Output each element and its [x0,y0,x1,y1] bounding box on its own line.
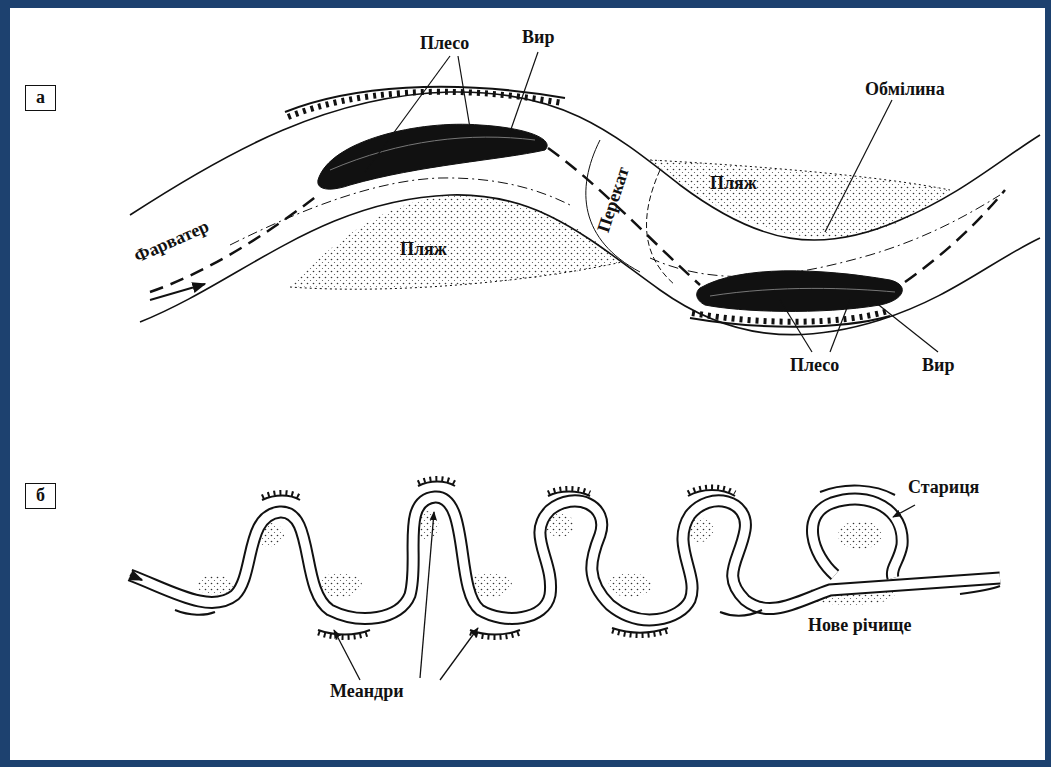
oxbow-label: Стариця [908,478,979,498]
beach-label: Пляж [710,174,757,194]
leader-lines [365,52,938,352]
new-channel-label: Нове річище [808,616,911,636]
meanders-label: Меандри [330,682,404,702]
pool-label: Вир [922,356,954,376]
beach-label: Пляж [400,240,447,260]
leader-arrows [334,505,915,680]
panel-letter-box: а [25,85,56,111]
shoal-label: Обмілина [865,80,945,100]
erosion-marks [175,479,1000,638]
reach-label: Плесо [790,356,839,376]
pool-label: Вир [522,28,554,48]
meander-river [130,497,1000,620]
river-bend [130,87,1040,335]
panel-letter: а [26,88,55,108]
background-panel [10,8,1045,760]
riffle-label: Перекат [594,165,634,235]
panel-letter-box: б [25,483,56,509]
fairway-label: Фарватер [131,217,212,267]
panel-letter: б [26,486,55,506]
reach-label: Плесо [420,34,469,54]
